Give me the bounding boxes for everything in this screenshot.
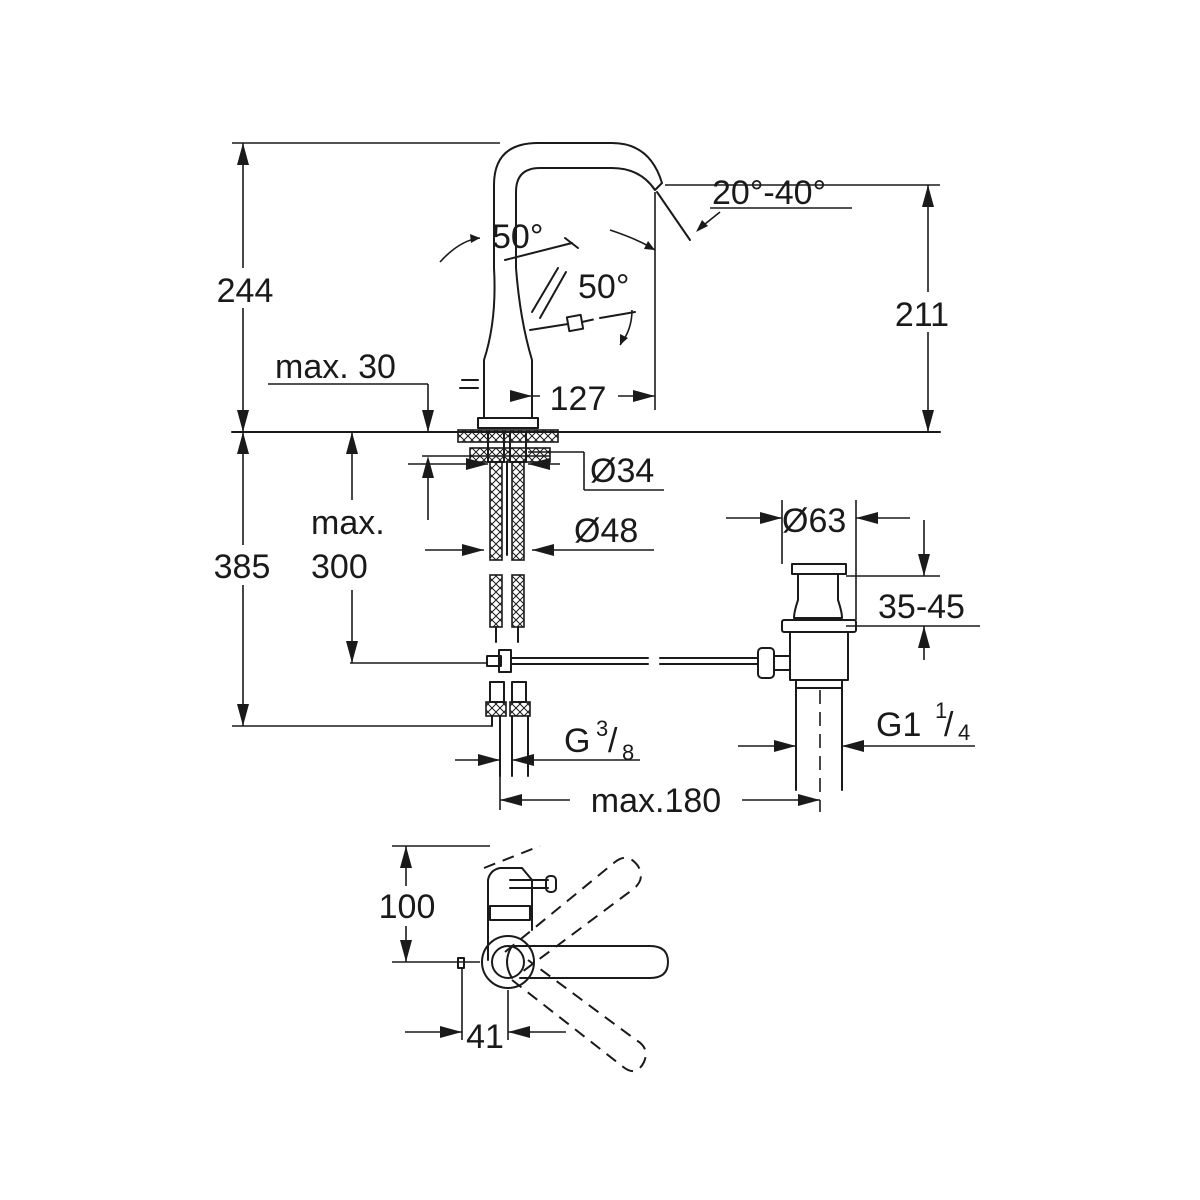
dim-g1-slash: / (944, 706, 954, 744)
dim-211: 211 (895, 296, 949, 334)
dim-g-num: 3 (596, 716, 608, 741)
dim-shank-diameter: Ø34 (408, 451, 664, 491)
dim-max-rod: max.180 (499, 776, 820, 820)
dim-overall-height: 244 (205, 142, 500, 432)
top-lever-solid (511, 945, 669, 979)
dim-d34: Ø34 (590, 452, 654, 490)
dim-g-den: 8 (622, 740, 634, 765)
dim-g-main: G (564, 722, 590, 760)
linkage-block (498, 649, 512, 673)
mounting-plate (457, 429, 559, 443)
waste-knob (757, 647, 775, 679)
hose-right-lower (511, 574, 525, 628)
dim-max-hose: max. 300 (300, 432, 400, 663)
spout-outline (493, 142, 663, 269)
top-knob (545, 875, 557, 893)
faucet-top-view (457, 845, 669, 1073)
dim-spout-height: 211 (665, 184, 961, 432)
waste-tail (795, 679, 843, 689)
lever-dashed-down (511, 959, 647, 1073)
dim-max-line2: 300 (311, 548, 368, 586)
top-base-inner (491, 945, 525, 979)
waste-flange (781, 619, 857, 633)
dim-spout-angle: 20°-40° (712, 174, 826, 212)
dim-lever-angle-left: 50° (492, 218, 543, 256)
top-body-band (489, 905, 531, 921)
dim-spout-reach: 127 (510, 192, 656, 418)
faucet-base (477, 417, 539, 429)
dim-max-deck: max. 30 (268, 348, 550, 520)
popup-rod-horizontal (350, 657, 759, 665)
dim-d48: Ø48 (574, 512, 638, 550)
connector-left (489, 681, 505, 703)
waste-assembly (757, 563, 857, 812)
hose-left-lower (489, 574, 503, 628)
top-body (487, 867, 533, 961)
dim-max-30: max. 30 (275, 348, 396, 386)
top-side-tab (457, 957, 465, 969)
dim-below-deck: 385 (205, 432, 492, 727)
dim-hole-diameter: Ø48 (425, 512, 654, 556)
waste-body-top (793, 573, 843, 619)
dim-max-line1: max. (311, 504, 385, 542)
linkage-clamp (486, 655, 502, 667)
popup-rod (459, 379, 479, 389)
lever-dashed-up (504, 856, 642, 973)
dim-body-width: 41 (405, 968, 566, 1056)
dim-41: 41 (466, 1018, 504, 1056)
dim-100: 100 (379, 888, 436, 926)
dim-lever-height: 100 (374, 845, 490, 963)
dim-max-180: max.180 (591, 782, 721, 820)
dim-d63: Ø63 (782, 502, 846, 540)
faucet-side-view (439, 142, 721, 429)
nut-left (485, 701, 507, 717)
faucet-body (483, 267, 533, 419)
connection-hoses (457, 429, 559, 777)
dim-waste-diameter: Ø63 (726, 500, 910, 620)
dim-waste-adjust: 35-45 (846, 520, 980, 660)
dim-g-slash: / (608, 722, 618, 760)
dim-385: 385 (214, 548, 271, 586)
dim-g1-den: 4 (958, 720, 970, 745)
connector-right (511, 681, 527, 703)
lever-knob (565, 313, 585, 333)
dim-g1-main: G1 (876, 706, 921, 744)
dim-lever-angle-right: 50° (578, 268, 629, 306)
nut-right (509, 701, 531, 717)
lever-alt-position (529, 323, 569, 331)
dim-35-45: 35-45 (878, 588, 965, 626)
hose-right-upper (511, 461, 525, 561)
waste-cap (791, 563, 847, 575)
dim-244: 244 (217, 272, 274, 310)
lever-handle (531, 267, 567, 319)
dim-connection-thread: G 3 / 8 (455, 716, 640, 766)
dim-127: 127 (550, 380, 607, 418)
dim-g1-num: 1 (935, 698, 947, 723)
top-base-circle (481, 935, 535, 989)
dim-waste-thread: G1 1 / 4 (738, 698, 975, 752)
hose-left-upper (489, 461, 503, 561)
waste-body-lower (789, 631, 849, 681)
